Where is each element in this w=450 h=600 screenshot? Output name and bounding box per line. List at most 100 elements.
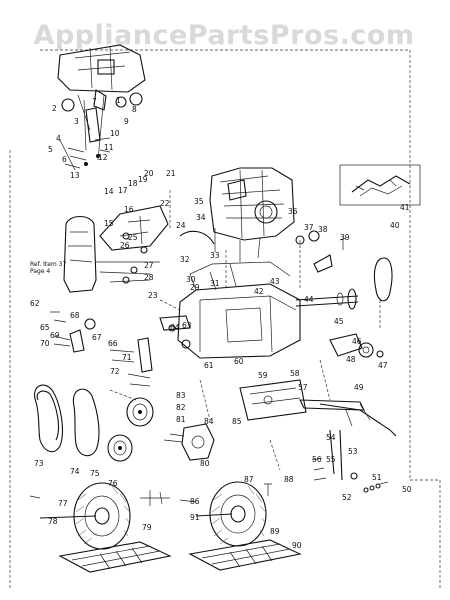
callout-56: 56 — [312, 455, 322, 464]
belt — [373, 257, 393, 302]
wheel-left — [39, 482, 131, 550]
wheel-right — [195, 481, 272, 547]
callout-57: 57 — [298, 383, 308, 392]
callout-17: 17 — [118, 186, 128, 195]
callout-60: 60 — [234, 357, 244, 366]
callout-4: 4 — [56, 134, 61, 143]
callout-75: 75 — [90, 469, 100, 478]
callout-23: 23 — [148, 291, 158, 300]
pulley-lower — [107, 434, 133, 462]
watermark: AppliancePartsPros.com — [33, 20, 414, 51]
drive-belt-73 — [34, 384, 63, 453]
axle-pins — [29, 495, 197, 503]
callout-86: 86 — [190, 497, 200, 506]
callout-16: 16 — [124, 205, 134, 214]
callout-38: 38 — [318, 225, 328, 234]
callout-88: 88 — [284, 475, 294, 484]
callout-91: 91 — [190, 513, 200, 522]
engine — [209, 167, 295, 262]
callout-80: 80 — [200, 459, 210, 468]
callout-37: 37 — [304, 223, 314, 232]
callout-49: 49 — [354, 383, 364, 392]
callout-18: 18 — [128, 179, 138, 188]
link-assembly — [50, 311, 191, 387]
washer — [295, 235, 305, 245]
callout-51: 51 — [372, 473, 382, 482]
callout-58: 58 — [290, 369, 300, 378]
callout-8: 8 — [132, 105, 137, 114]
callout-74: 74 — [70, 467, 80, 476]
callout-77: 77 — [58, 499, 68, 508]
shift-rod-assembly — [311, 429, 389, 493]
tire-chain-left — [58, 541, 172, 573]
callout-33: 33 — [210, 251, 220, 260]
callout-73: 73 — [34, 459, 44, 468]
callout-81: 81 — [176, 415, 186, 424]
gear-bracket — [329, 333, 384, 358]
callout-90: 90 — [292, 541, 302, 550]
callout-85: 85 — [232, 417, 242, 426]
callout-65: 65 — [40, 323, 50, 332]
callout-47: 47 — [378, 361, 388, 370]
callout-54: 54 — [326, 433, 336, 442]
callout-43: 43 — [270, 277, 280, 286]
drive-shaft — [295, 288, 359, 310]
callout-14: 14 — [104, 187, 114, 196]
callout-7: 7 — [92, 97, 97, 106]
callout-26: 26 — [120, 241, 130, 250]
callout-42: 42 — [254, 287, 264, 296]
callout-1: 1 — [116, 96, 121, 105]
callout-32: 32 — [180, 255, 190, 264]
callout-62: 62 — [30, 299, 40, 308]
callout-31: 31 — [210, 279, 220, 288]
callout-64: 64 — [170, 323, 180, 332]
engine-pulley-inset — [57, 44, 146, 171]
callout-79: 79 — [142, 523, 152, 532]
callout-82: 82 — [176, 403, 186, 412]
callout-52: 52 — [342, 493, 352, 502]
callout-15: 15 — [104, 219, 114, 228]
callout-35: 35 — [194, 197, 204, 206]
ref-note-line1: Ref. Item 37 — [30, 261, 66, 268]
callout-72: 72 — [110, 367, 120, 376]
callout-9: 9 — [124, 117, 129, 126]
callout-71: 71 — [122, 353, 132, 362]
callout-19: 19 — [138, 175, 148, 184]
drive-belt-74 — [72, 388, 100, 457]
callout-5: 5 — [48, 145, 53, 154]
callout-55: 55 — [326, 455, 336, 464]
callout-67: 67 — [92, 333, 102, 342]
lower-frame-plate — [239, 379, 371, 427]
callout-70: 70 — [40, 339, 50, 348]
pulley-upper — [126, 397, 154, 427]
callout-84: 84 — [204, 417, 214, 426]
wire-harness-inset — [339, 164, 421, 206]
callout-66: 66 — [108, 339, 118, 348]
leader-lines — [109, 190, 381, 471]
spacer — [308, 230, 320, 242]
frame-border — [9, 49, 441, 590]
callout-27: 27 — [144, 261, 154, 270]
callout-29: 29 — [190, 283, 200, 292]
callout-11: 11 — [104, 143, 114, 152]
callout-76: 76 — [108, 479, 118, 488]
callout-21: 21 — [166, 169, 176, 178]
callout-30: 30 — [186, 275, 196, 284]
frame-housing — [177, 261, 301, 359]
callout-12: 12 — [98, 153, 108, 162]
callout-40: 40 — [390, 221, 400, 230]
callout-22: 22 — [160, 199, 170, 208]
callout-36: 36 — [288, 207, 298, 216]
callout-28: 28 — [144, 273, 154, 282]
callout-46: 46 — [352, 337, 362, 346]
callout-41: 41 — [400, 203, 410, 212]
ref-note-line2: Page 4 — [30, 268, 50, 275]
callout-45: 45 — [334, 317, 344, 326]
callout-44: 44 — [304, 295, 314, 304]
callout-53: 53 — [348, 447, 358, 456]
callout-59: 59 — [258, 371, 268, 380]
callout-25: 25 — [128, 233, 138, 242]
tire-chain-right — [188, 539, 302, 571]
